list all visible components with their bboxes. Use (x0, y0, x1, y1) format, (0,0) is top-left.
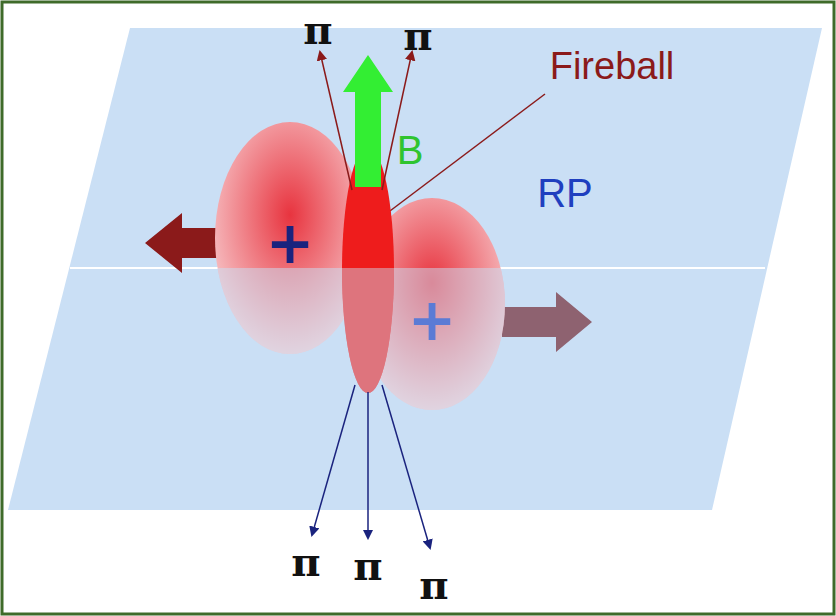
leader-line (378, 94, 545, 220)
pion-track (312, 385, 355, 535)
nucleus-shade (359, 268, 505, 410)
field-label: B (397, 130, 424, 170)
nucleus-body (359, 198, 505, 410)
nucleus: + (359, 198, 505, 410)
nucleus: + (215, 122, 365, 354)
magnetic-field-arrow (343, 55, 393, 187)
pion-track (382, 385, 430, 548)
pion-label: π (419, 565, 448, 605)
pion-track (367, 392, 369, 538)
pion-label: π (353, 546, 382, 586)
fireball (342, 147, 394, 393)
nucleus-shade (215, 268, 365, 354)
nucleus-body (215, 122, 365, 354)
velocity-arrow (502, 292, 592, 352)
pion-label: π (303, 10, 332, 50)
pion-label: π (291, 542, 320, 582)
fireball-label: Fireball (550, 47, 675, 85)
reaction-plane (8, 28, 822, 510)
charge-sign: + (266, 214, 315, 272)
plane-label: RP (537, 173, 593, 213)
charge-sign: + (408, 291, 457, 349)
pion-track (320, 52, 352, 190)
fireball-shade (330, 268, 410, 408)
pion-label: π (403, 16, 432, 56)
